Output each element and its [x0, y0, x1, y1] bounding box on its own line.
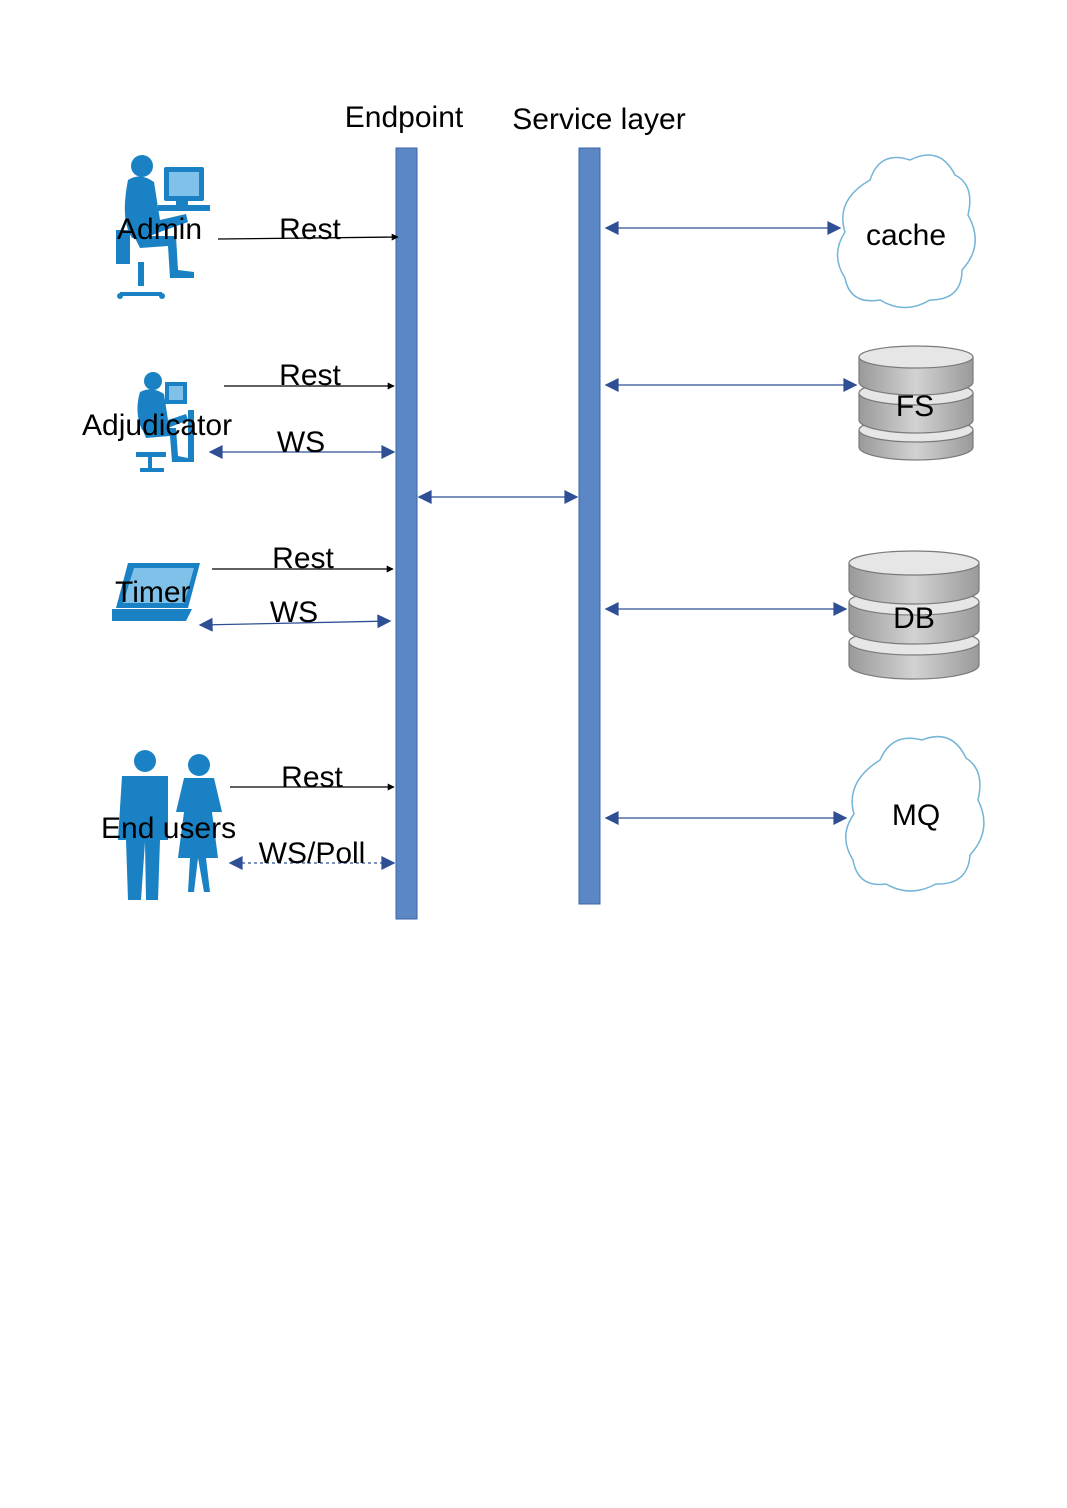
- timer-rest-label: Rest: [272, 542, 334, 575]
- end-users-people-icon: [118, 750, 222, 900]
- end-users-ws-poll-label: WS/Poll: [259, 837, 366, 870]
- timer-label: Timer: [115, 576, 191, 609]
- endpoint-header: Endpoint: [345, 101, 464, 134]
- adjudicator-person-icon: [136, 372, 194, 472]
- end-users-rest-label: Rest: [281, 761, 343, 794]
- admin-person-icon: [116, 155, 210, 299]
- db-database-icon: [848, 550, 980, 680]
- adjudicator-rest-label: Rest: [279, 359, 341, 392]
- adjudicator-label: Adjudicator: [82, 409, 232, 442]
- end-users-label: End users: [101, 812, 236, 845]
- db-label: DB: [893, 602, 935, 635]
- cache-label: cache: [866, 219, 946, 252]
- timer-ws-label: WS: [270, 596, 318, 629]
- service-layer-header: Service layer: [512, 103, 685, 136]
- cache-cloud-icon: [836, 154, 976, 309]
- mq-label: MQ: [892, 799, 940, 832]
- mq-cloud-icon: [845, 735, 985, 892]
- admin-rest-arrow: [217, 233, 399, 241]
- adjudicator-ws-label: WS: [277, 426, 325, 459]
- timer-ws-arrow: [198, 614, 392, 632]
- fs-label: FS: [896, 390, 934, 423]
- admin-rest-label: Rest: [279, 213, 341, 246]
- timer-laptop-icon: [112, 563, 200, 621]
- service-layer-bar: [578, 147, 601, 905]
- admin-label: Admin: [117, 213, 202, 246]
- endpoint-bar: [395, 147, 418, 920]
- fs-database-icon: [858, 345, 974, 461]
